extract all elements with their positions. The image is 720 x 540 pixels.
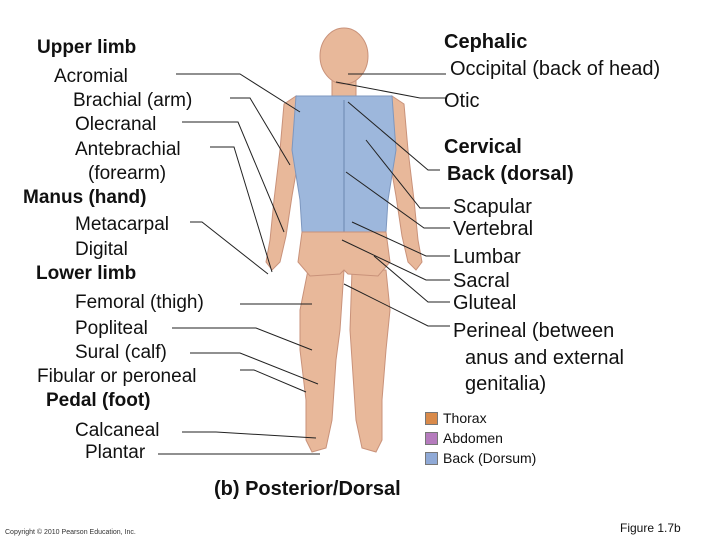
leader-popliteal <box>172 327 313 351</box>
leader-perineal <box>343 283 450 327</box>
lumbar-label: Lumbar <box>453 246 521 268</box>
sacral-label: Sacral <box>453 270 510 292</box>
acromial-label: Acromial <box>54 66 128 87</box>
leader-otic <box>335 81 446 99</box>
legend-label: Abdomen <box>443 430 503 446</box>
legend-item-back: Back (Dorsum) <box>425 450 536 466</box>
figure-caption: (b) Posterior/Dorsal <box>214 478 401 500</box>
legend-swatch-back <box>425 451 438 465</box>
forearm-label: (forearm) <box>88 163 167 184</box>
right-leg <box>349 269 391 453</box>
brachial-label: Brachial (arm) <box>73 90 193 111</box>
legend-item-abdomen: Abdomen <box>425 430 503 446</box>
manus-label: Manus (hand) <box>23 187 147 208</box>
otic-label: Otic <box>444 90 480 112</box>
scapular-label: Scapular <box>453 196 532 218</box>
left-leg <box>299 269 345 453</box>
figure-number: Figure 1.7b <box>620 521 681 535</box>
body-figure <box>265 27 423 453</box>
lower-limb-heading: Lower limb <box>36 263 137 284</box>
legend-swatch-abdomen <box>425 431 438 445</box>
head <box>319 27 369 85</box>
digital-label: Digital <box>75 239 128 260</box>
perineal-label-line2: anus and external <box>465 347 625 369</box>
leader-lumbar <box>351 221 450 257</box>
leader-metacarpal <box>190 221 269 275</box>
cephalic-heading: Cephalic <box>444 31 528 53</box>
gluteal-label: Gluteal <box>453 292 517 314</box>
left-arm <box>265 95 301 271</box>
leader-fibular <box>240 369 307 393</box>
leader-brachial <box>230 97 291 166</box>
copyright-notice: Copyright © 2010 Pearson Education, Inc. <box>5 529 136 536</box>
gluteal-region <box>297 231 391 277</box>
leader-vertebral <box>345 171 450 229</box>
leader-scapular <box>365 139 450 209</box>
leader-sacral <box>341 239 450 281</box>
femoral-label: Femoral (thigh) <box>75 292 204 313</box>
upper-limb-heading: Upper limb <box>37 37 137 58</box>
vertebral-label: Vertebral <box>453 218 534 240</box>
leader-antebrachial <box>210 146 273 273</box>
legend-label: Thorax <box>443 410 487 426</box>
cervical-label: Cervical <box>444 136 522 158</box>
leader-sural <box>190 352 319 385</box>
legend-label: Back (Dorsum) <box>443 450 537 466</box>
leader-cervical <box>347 101 440 171</box>
leader-olecranal <box>182 121 285 233</box>
pedal-label: Pedal (foot) <box>46 390 151 411</box>
legend-swatch-thorax <box>425 411 438 425</box>
popliteal-label: Popliteal <box>75 318 148 339</box>
antebrachial-label: Antebrachial <box>75 139 181 160</box>
back-dorsal-label: Back (dorsal) <box>447 163 574 185</box>
perineal-label-line3: genitalia) <box>465 373 547 395</box>
plantar-label: Plantar <box>85 442 146 463</box>
right-arm <box>387 95 423 271</box>
occipital-label: Occipital (back of head) <box>450 58 661 80</box>
fibular-label: Fibular or peroneal <box>37 366 197 387</box>
metacarpal-label: Metacarpal <box>75 214 169 235</box>
olecranal-label: Olecranal <box>75 114 157 135</box>
legend-item-thorax: Thorax <box>425 410 487 426</box>
sural-label: Sural (calf) <box>75 342 167 363</box>
perineal-label-line1: Perineal (between <box>453 320 615 342</box>
leader-acromial <box>176 73 301 113</box>
calcaneal-label: Calcaneal <box>75 420 160 441</box>
leader-gluteal <box>373 255 450 303</box>
leader-lines <box>158 73 450 455</box>
leader-calcaneal <box>182 431 317 439</box>
